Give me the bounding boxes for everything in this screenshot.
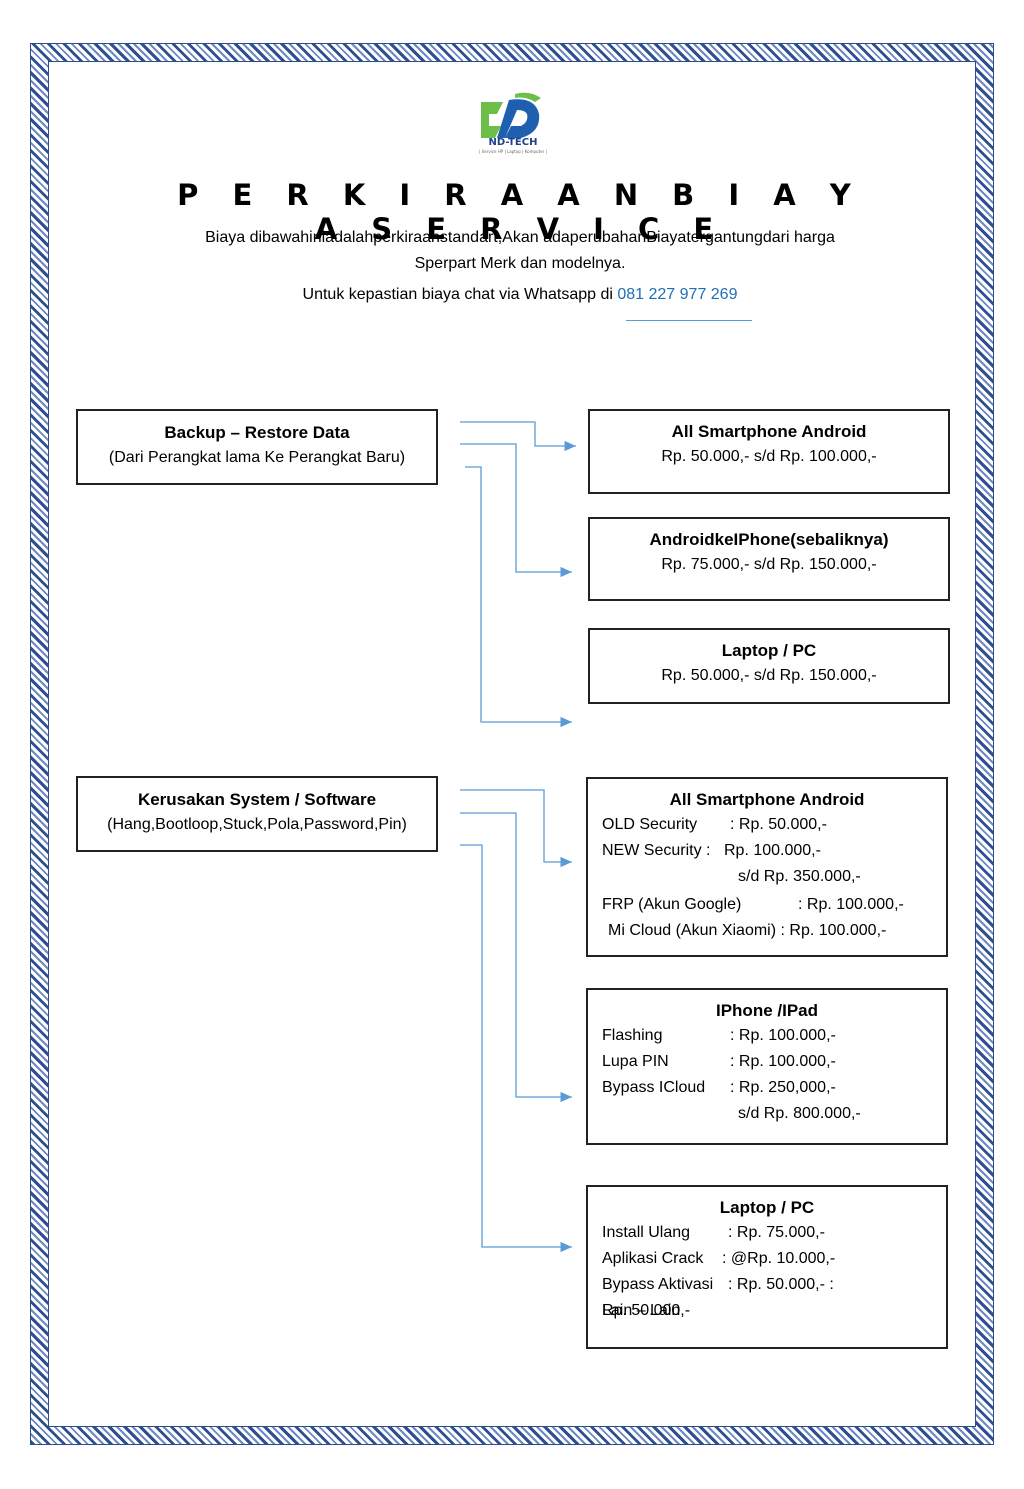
row-price: Rp. 100.000,- [724,842,821,859]
whatsapp-phone-link[interactable]: 081 227 977 269 [617,286,738,303]
row-label: Bypass ICloud [602,1079,706,1096]
logo-text: ND-TECH [488,137,538,148]
row-price: : Rp. 50.000,- [730,816,827,833]
connector-backup-laptop [465,466,572,728]
row-label: Lain – Lain [602,1302,681,1319]
price-row-old-security: OLD Security : Rp. 50.000,- [588,812,946,838]
row-price: Rp. 50.000,- [602,1302,691,1319]
system-option-iphone: IPhone /IPad Flashing : Rp. 100.000,- Lu… [586,988,948,1145]
connector-backup-iphone [460,443,572,578]
option-title: AndroidkeIPhone(sebaliknya) [649,530,889,549]
price-row-bypass-icloud-max: s/d Rp. 800.000,- [588,1101,946,1127]
backup-option-iphone: AndroidkeIPhone(sebaliknya) Rp. 75.000,-… [588,517,950,601]
page-subtitle: Biaya dibawahiniadalahperkiraanstandart,… [150,225,890,277]
row-label: Mi Cloud (Akun Xiaomi) : Rp. 100.000,- [608,922,887,939]
price-row-bypass-icloud: Bypass ICloud : Rp. 250,000,- [588,1075,946,1101]
price-row-bypass-aktivasi: Bypass Aktivasi : Rp. 50.000,- : [588,1272,946,1298]
option-price: Rp. 50.000,- s/d Rp. 150.000,- [661,667,877,684]
price-row-lain-lain: Rp. 50.000,- Lain – Lain [588,1298,946,1324]
row-label: Flashing [602,1027,663,1044]
logo-tagline: | Service HP | Laptop | Komputer | [479,149,547,154]
row-price: : Rp. 50.000,- : [728,1276,834,1293]
row-label: FRP (Akun Google) [602,896,742,913]
option-title: All Smartphone Android [669,790,865,809]
row-label: NEW Security : [602,842,711,859]
option-title: All Smartphone Android [671,422,867,441]
contact-line: Untuk kepastian biaya chat via Whatsapp … [200,286,840,304]
row-label: Aplikasi Crack [602,1250,704,1267]
backup-option-laptop: Laptop / PC Rp. 50.000,- s/d Rp. 150.000… [588,628,950,704]
row-label: Install Ulang [602,1224,691,1241]
backup-restore-box: Backup – Restore Data (Dari Perangkat la… [76,409,438,485]
price-row-lupa-pin: Lupa PIN : Rp. 100.000,- [588,1049,946,1075]
row-price: : Rp. 100.000,- [798,896,904,913]
system-option-android: All Smartphone Android OLD Security : Rp… [586,777,948,957]
divider [626,320,752,321]
row-price: : Rp. 250,000,- [730,1079,836,1096]
connector-system-android [460,789,572,868]
row-price: : Rp. 100.000,- [730,1053,836,1070]
row-price-max: s/d Rp. 800.000,- [738,1105,861,1122]
backup-option-android: All Smartphone Android Rp. 50.000,- s/d … [588,409,950,494]
row-label: OLD Security [602,816,698,833]
price-row-install-ulang: Install Ulang : Rp. 75.000,- [588,1220,946,1246]
page-title: P E R K I R A A N B I A Y A S E R V I C … [177,178,863,246]
row-price-max: s/d Rp. 350.000,- [738,868,861,885]
row-label: Lupa PIN [602,1053,669,1070]
nd-tech-logo-icon [481,92,541,138]
connector-system-laptop [460,844,572,1253]
system-subtitle: (Hang,Bootloop,Stuck,Pola,Password,Pin) [107,816,407,833]
backup-title: Backup – Restore Data [164,423,350,442]
row-price: : Rp. 75.000,- [728,1224,825,1241]
system-title: Kerusakan System / Software [137,790,377,809]
price-row-mi-cloud: Mi Cloud (Akun Xiaomi) : Rp. 100.000,- [588,918,946,944]
connector-backup-android [460,421,576,452]
system-option-laptop: Laptop / PC Install Ulang : Rp. 75.000,-… [586,1185,948,1349]
row-label: Bypass Aktivasi [602,1276,714,1293]
price-row-aplikasi-crack: Aplikasi Crack : @Rp. 10.000,- [588,1246,946,1272]
price-row-new-security: NEW Security : Rp. 100.000,- [588,838,946,864]
system-software-box: Kerusakan System / Software (Hang,Bootlo… [76,776,438,852]
contact-prefix: Untuk kepastian biaya chat via Whatsapp … [302,286,618,303]
option-price: Rp. 50.000,- s/d Rp. 100.000,- [661,448,877,465]
option-title: Laptop / PC [721,641,817,660]
option-price: Rp. 75.000,- s/d Rp. 150.000,- [661,556,877,573]
price-row-flashing: Flashing : Rp. 100.000,- [588,1023,946,1049]
price-row-new-security-max: s/d Rp. 350.000,- [588,864,946,890]
row-price: : Rp. 100.000,- [730,1027,836,1044]
subtitle-line-2: Sperpart Merk dan modelnya. [414,255,626,272]
option-title: IPhone /IPad [715,1001,819,1020]
connector-system-iphone [460,812,572,1103]
price-row-frp: FRP (Akun Google) : Rp. 100.000,- [588,892,946,918]
row-price: : @Rp. 10.000,- [722,1250,836,1267]
subtitle-line-1: Biaya dibawahiniadalahperkiraanstandart,… [205,229,835,246]
option-title: Laptop / PC [719,1198,815,1217]
backup-subtitle: (Dari Perangkat lama Ke Perangkat Baru) [108,449,406,466]
